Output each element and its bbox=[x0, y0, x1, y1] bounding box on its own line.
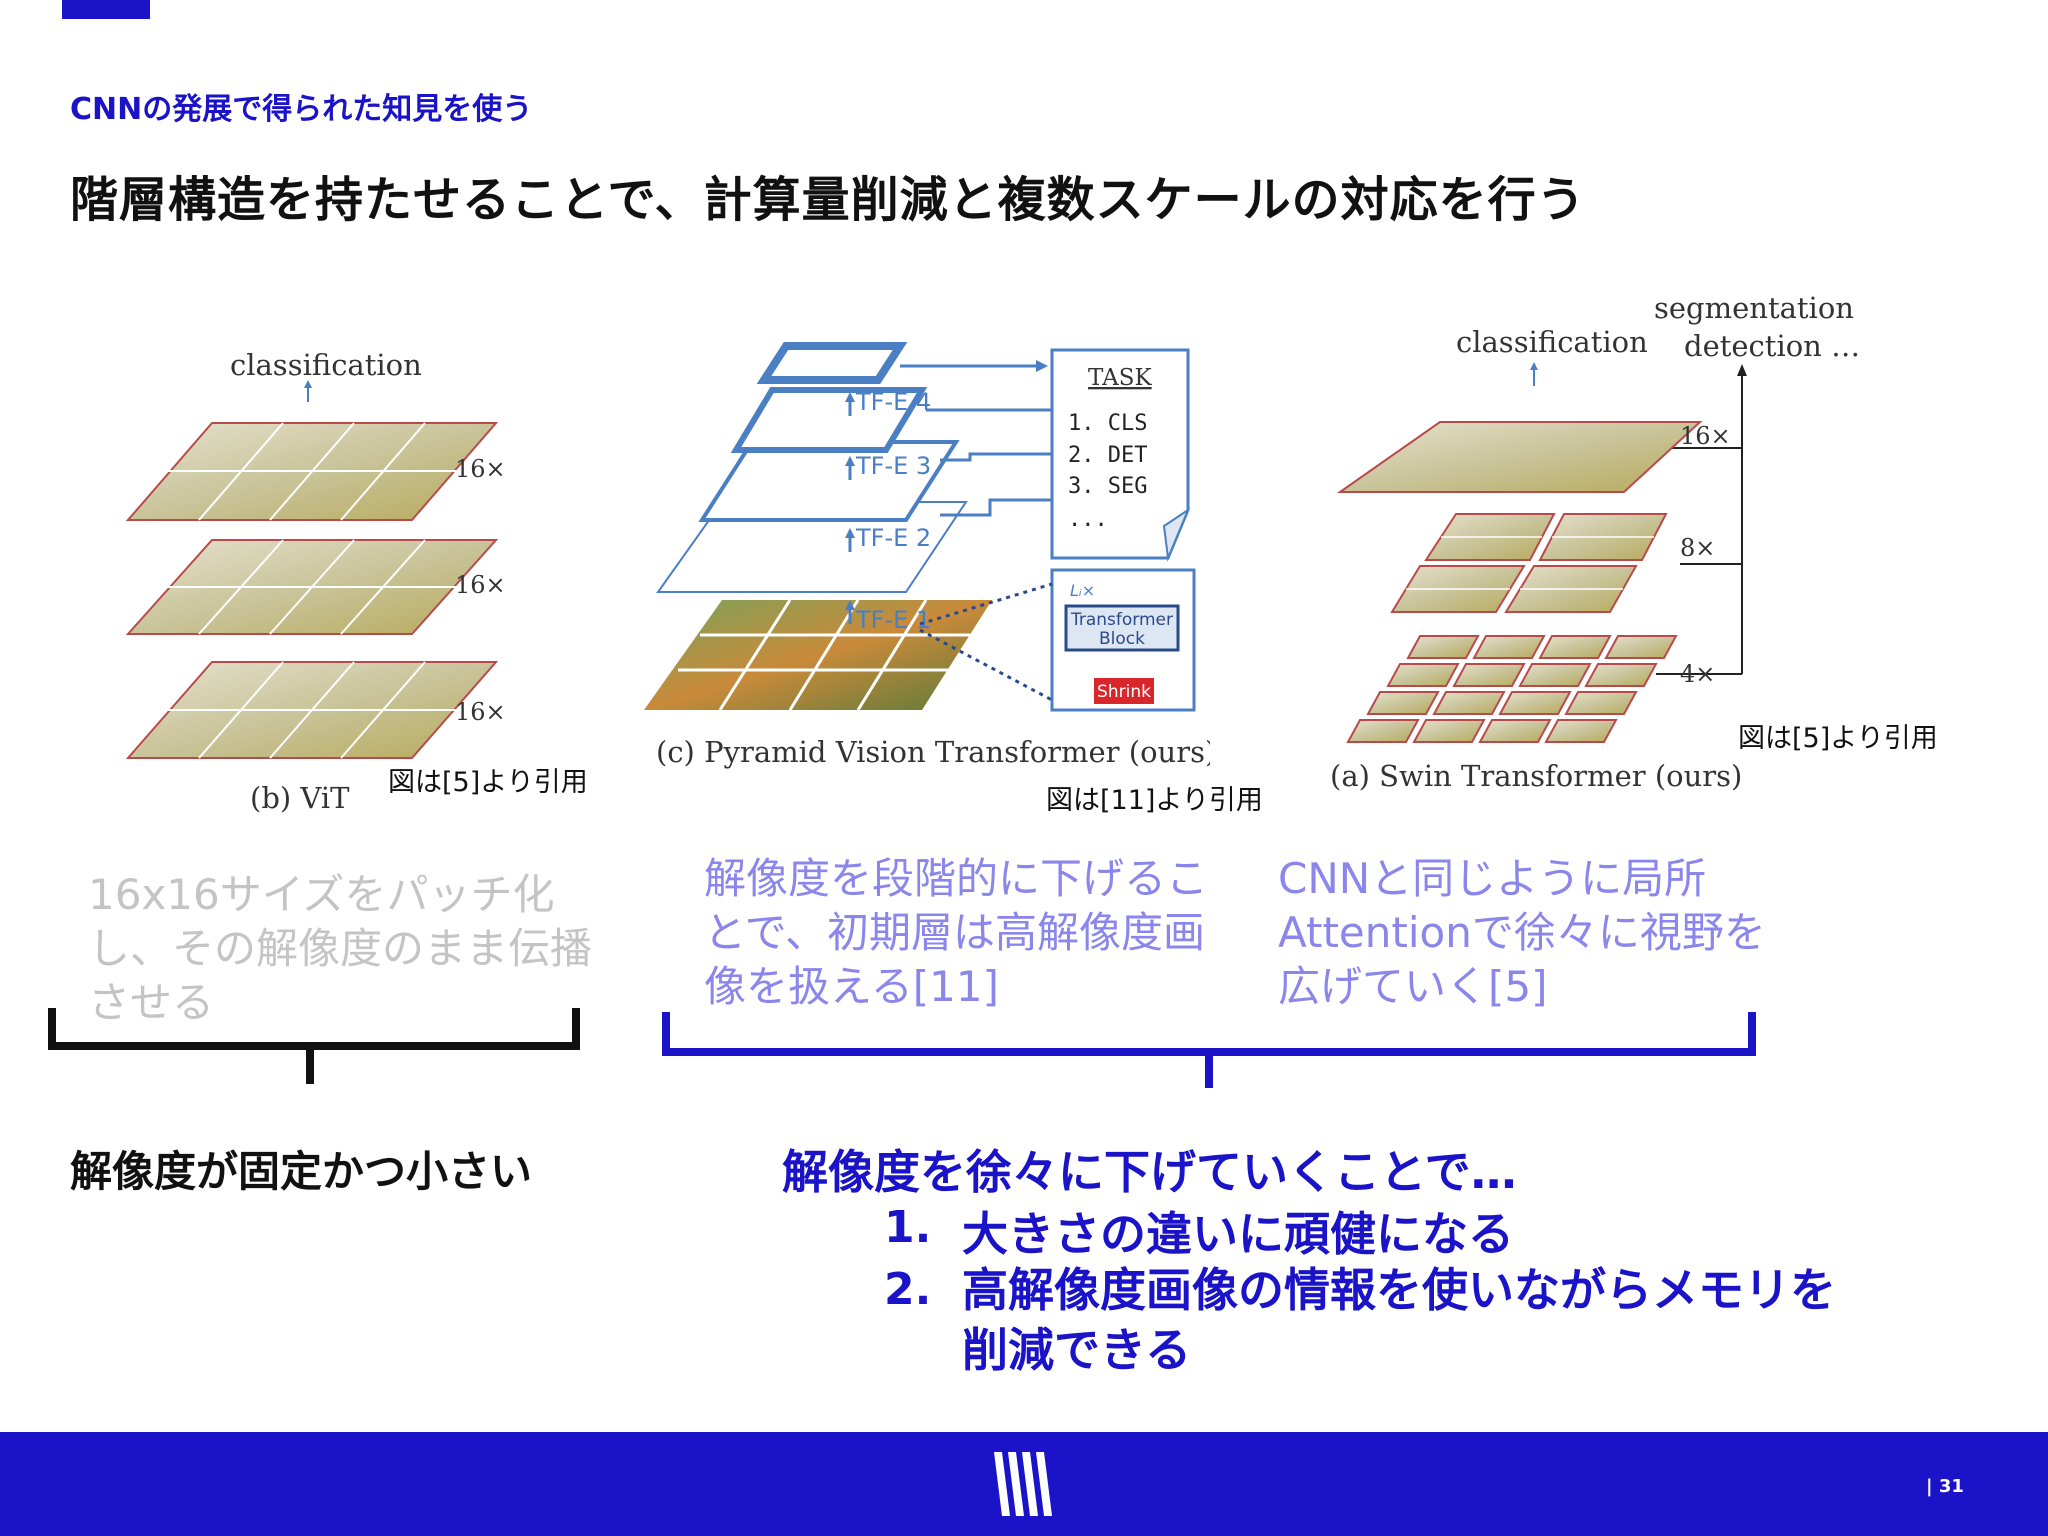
pvt-task-scroll bbox=[1050, 348, 1191, 562]
slide-subtitle: CNNの発展で得られた知見を使う bbox=[70, 92, 533, 127]
stripes-logo-icon bbox=[994, 1452, 1052, 1516]
vit-scale-label-2: 16× bbox=[455, 571, 506, 599]
pvt-block-repeat: Lᵢ× bbox=[1070, 581, 1095, 600]
page-number: | 31 bbox=[1926, 1476, 1964, 1497]
vit-credit: 図は[5]より引用 bbox=[388, 767, 588, 798]
pvt-stage-label-1: TF-E 1 bbox=[855, 606, 931, 634]
pvt-stage-4-plane bbox=[730, 387, 928, 453]
vit-scale-label-1: 16× bbox=[455, 455, 506, 483]
top-accent-bar bbox=[62, 0, 150, 19]
swin-top-label-left: classification bbox=[1456, 325, 1648, 359]
pvt-task-item-1: 1. CLS bbox=[1068, 411, 1147, 436]
pvt-shrink-label: Shrink bbox=[1097, 682, 1151, 702]
swin-scale-label-1: 16× bbox=[1680, 422, 1731, 450]
pvt-figure: TF-E 1 TF-E 2 TF-E 3 TF-E 4 TASK 1. CLS … bbox=[640, 330, 1210, 790]
vit-layer-3 bbox=[125, 661, 499, 759]
pvt-task-title: TASK bbox=[1088, 365, 1152, 391]
swin-description: CNNと同じように局所Attentionで徐々に視野を広げていく[5] bbox=[1278, 854, 1766, 1011]
footer-bar bbox=[0, 1432, 2048, 1536]
pvt-task-item-2: 2. DET bbox=[1068, 443, 1147, 468]
swin-credit: 図は[5]より引用 bbox=[1738, 723, 1938, 754]
swin-scale-label-3: 4× bbox=[1680, 660, 1715, 688]
swin-top-label-right-1: segmentation bbox=[1654, 291, 1854, 325]
pvt-task-item-3: 3. SEG bbox=[1068, 474, 1147, 499]
vit-figure: classification 16× 16× 16× (b) ViT bbox=[120, 340, 510, 820]
swin-layer-16x bbox=[1336, 421, 1703, 493]
point-2-text: 高解像度画像の情報を使いながらメモリを削減できる bbox=[962, 1263, 1836, 1377]
vit-layer-2 bbox=[125, 539, 499, 635]
swin-layer-4x bbox=[1346, 635, 1678, 743]
pvt-credit: 図は[11]より引用 bbox=[1046, 785, 1263, 816]
pvt-stage-label-2: TF-E 2 bbox=[855, 524, 931, 552]
right-brace bbox=[662, 1012, 1756, 1088]
swin-top-label-right-2: detection … bbox=[1684, 329, 1860, 363]
vit-layer-1 bbox=[125, 422, 499, 521]
vit-description: 16x16サイズをパッチ化し、その解像度のまま伝播させる bbox=[88, 870, 593, 1027]
pvt-transformer-block bbox=[1064, 604, 1180, 652]
swin-scale-label-2: 8× bbox=[1680, 534, 1715, 562]
pvt-top-plane bbox=[756, 342, 908, 384]
right-conclusion-lead: 解像度を徐々に下げていくことで… bbox=[782, 1145, 1517, 1199]
point-2-number: 2. bbox=[884, 1264, 932, 1315]
pvt-input-image bbox=[644, 599, 992, 711]
left-brace bbox=[48, 1008, 580, 1084]
vit-top-label: classification bbox=[230, 348, 422, 382]
point-1-text: 大きさの違いに頑健になる bbox=[962, 1207, 1514, 1261]
point-1-number: 1. bbox=[884, 1202, 932, 1253]
pvt-block-label-2: Block bbox=[1099, 629, 1145, 649]
swin-figure: classification segmentation detection … … bbox=[1300, 284, 1860, 804]
pvt-description: 解像度を段階的に下げることで、初期層は高解像度画像を扱える[11] bbox=[704, 854, 1209, 1011]
pvt-stage-label-3: TF-E 3 bbox=[855, 452, 931, 480]
swin-layer-8x bbox=[1390, 513, 1668, 613]
swin-layer-8x-grid bbox=[1406, 536, 1654, 590]
pvt-stage-label-4: TF-E 4 bbox=[855, 388, 931, 416]
pvt-caption: (c) Pyramid Vision Transformer (ours) bbox=[656, 735, 1210, 769]
swin-caption: (a) Swin Transformer (ours) bbox=[1330, 759, 1742, 793]
vit-caption: (b) ViT bbox=[250, 781, 350, 815]
pvt-task-item-4: ... bbox=[1068, 507, 1108, 532]
slide-title: 階層構造を持たせることで、計算量削減と複数スケールの対応を行う bbox=[70, 172, 1586, 228]
pvt-block-label-1: Transformer bbox=[1070, 610, 1173, 630]
left-conclusion: 解像度が固定かつ小さい bbox=[70, 1147, 533, 1196]
vit-scale-label-3: 16× bbox=[455, 698, 506, 726]
pvt-shrink-box bbox=[1094, 678, 1154, 704]
